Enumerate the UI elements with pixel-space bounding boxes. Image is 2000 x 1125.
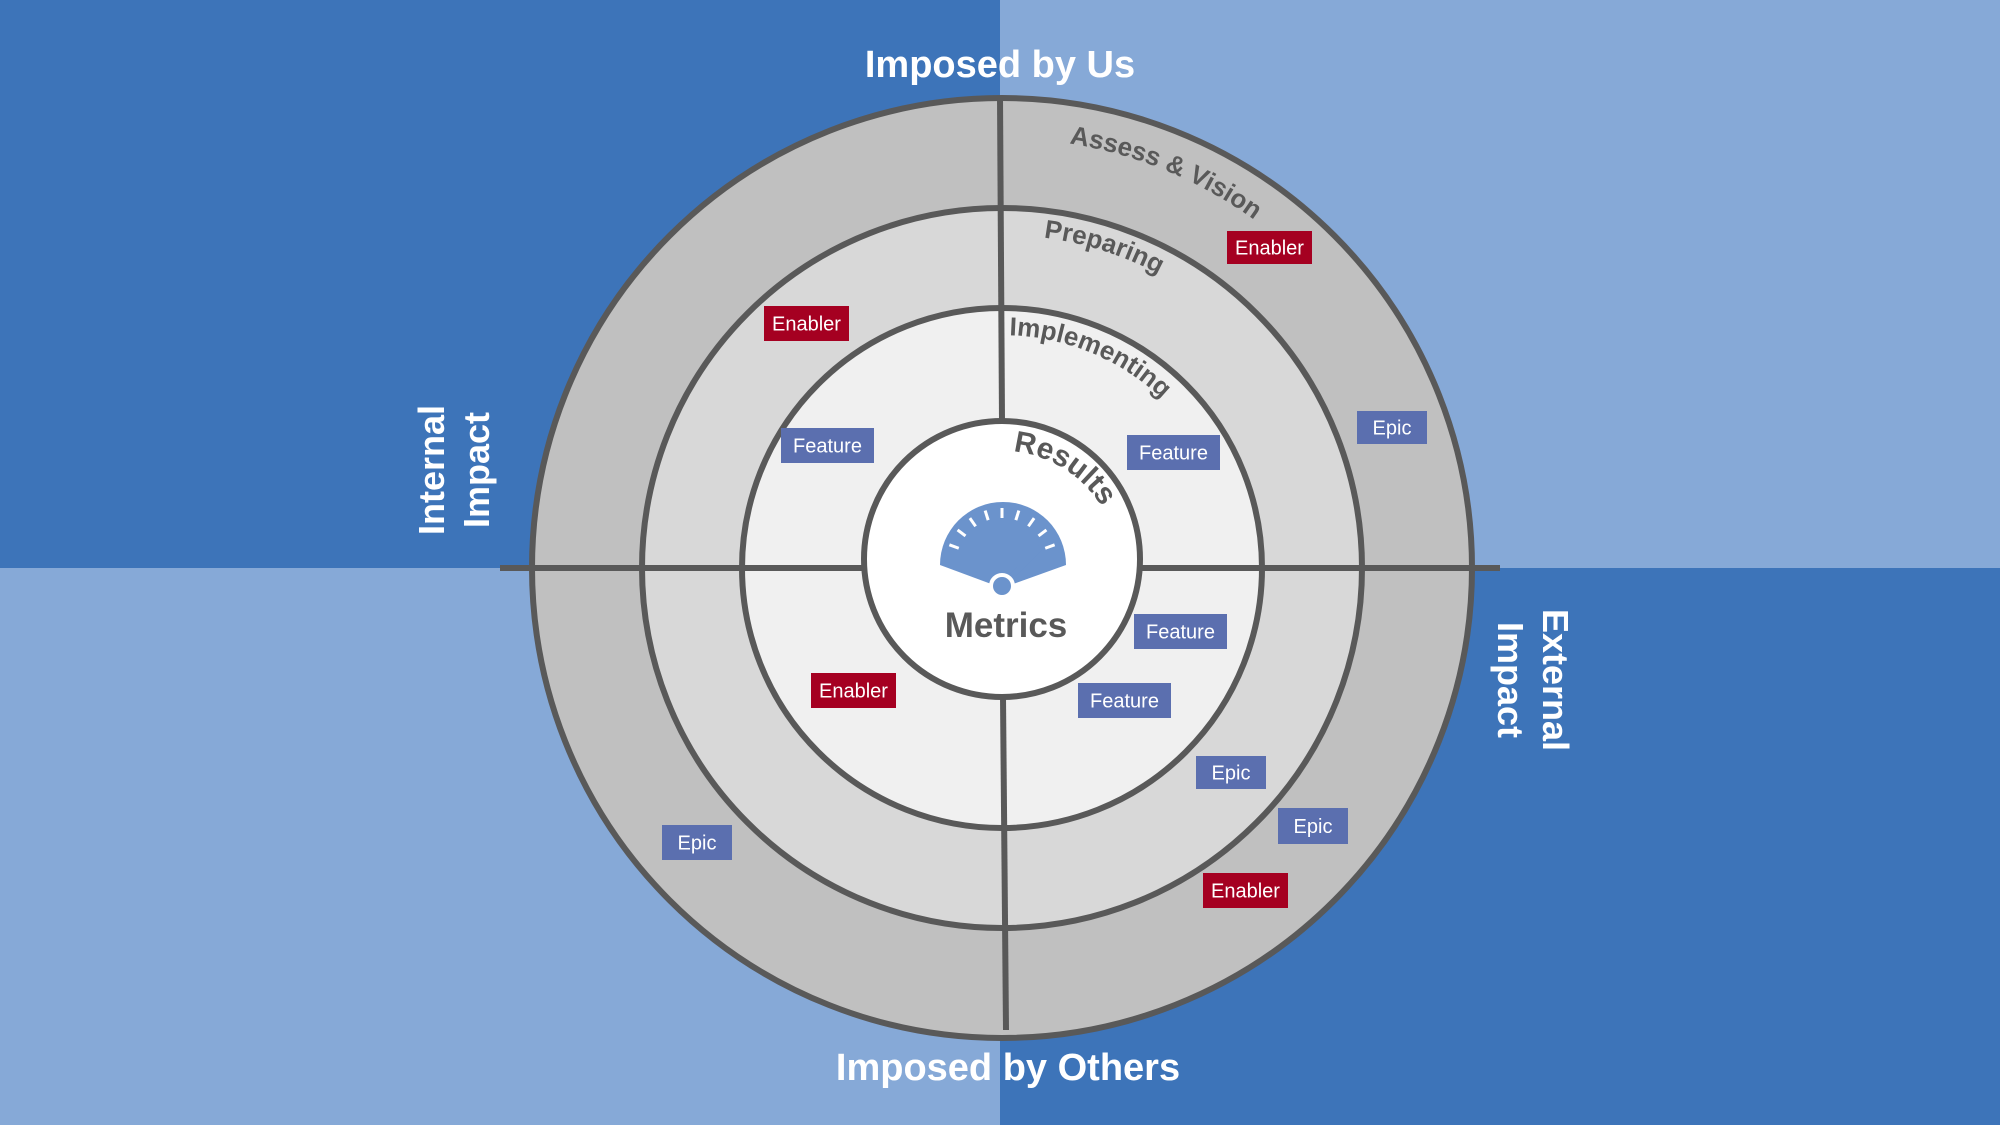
epic-badge-label: Epic — [1373, 418, 1412, 440]
enabler-badge-label: Enabler — [819, 681, 888, 703]
epic-badge-box — [662, 825, 732, 860]
epic-badge: Epic — [662, 825, 732, 860]
enabler-badge-box — [811, 673, 896, 708]
feature-badge-label: Feature — [1090, 691, 1159, 713]
epic-badge-label: Epic — [678, 833, 717, 855]
feature-badge-label: Feature — [793, 436, 862, 458]
feature-badge-box — [1078, 683, 1171, 718]
feature-badge-box — [781, 428, 874, 463]
axis-label-bottom: Imposed by Others — [836, 1047, 1180, 1089]
epic-badge-box — [1196, 756, 1266, 789]
gauge-tick — [968, 517, 977, 528]
vertical-divider-bottom — [1000, 696, 1009, 1031]
feature-badge: Feature — [1134, 614, 1227, 649]
gauge-tick — [1037, 528, 1048, 538]
enabler-badge-label: Enabler — [772, 314, 841, 336]
feature-badge: Feature — [781, 428, 874, 463]
enabler-badge-box — [1203, 873, 1288, 908]
feature-badge-label: Feature — [1146, 622, 1215, 644]
enabler-badge-box — [764, 306, 849, 341]
epic-badge-label: Epic — [1212, 763, 1251, 785]
enabler-badge-box — [1227, 231, 1312, 264]
enabler-badge: Enabler — [1203, 873, 1288, 908]
gauge-tick — [1027, 517, 1036, 528]
feature-badge: Feature — [1078, 683, 1171, 718]
gauge-tick — [948, 543, 960, 550]
gauge-ticks — [948, 508, 1056, 550]
axis-label-right-line2: Impact — [1490, 622, 1531, 738]
enabler-badge-label: Enabler — [1211, 881, 1280, 903]
enabler-badge-label: Enabler — [1235, 238, 1304, 260]
axis-label-right-line1: External — [1535, 609, 1576, 751]
gauge-tick — [1044, 543, 1056, 550]
enabler-badge: Enabler — [811, 673, 896, 708]
axis-label-left-line2: Impact — [456, 412, 497, 528]
epic-badge: Epic — [1278, 808, 1348, 844]
epic-badge-box — [1357, 411, 1427, 444]
vertical-divider-top — [997, 96, 1005, 422]
gauge-hub — [989, 573, 1015, 599]
feature-badge: Feature — [1127, 435, 1220, 470]
feature-badge-label: Feature — [1139, 443, 1208, 465]
axis-label-top: Imposed by Us — [865, 44, 1135, 86]
enabler-badge: Enabler — [764, 306, 849, 341]
gauge-dial — [939, 501, 1066, 588]
gauge-tick — [983, 510, 990, 521]
speedometer-icon — [939, 501, 1066, 599]
epic-badge-label: Epic — [1294, 816, 1333, 838]
gauge-tick — [956, 528, 967, 538]
feature-badge-box — [1127, 435, 1220, 470]
epic-badge: Epic — [1196, 756, 1266, 789]
gauge-tick — [1014, 510, 1021, 521]
feature-badge-box — [1134, 614, 1227, 649]
epic-badge-box — [1278, 808, 1348, 844]
axis-label-left-line1: Internal — [411, 405, 452, 535]
enabler-badge: Enabler — [1227, 231, 1312, 264]
epic-badge: Epic — [1357, 411, 1427, 444]
center-label: Metrics — [945, 606, 1068, 645]
